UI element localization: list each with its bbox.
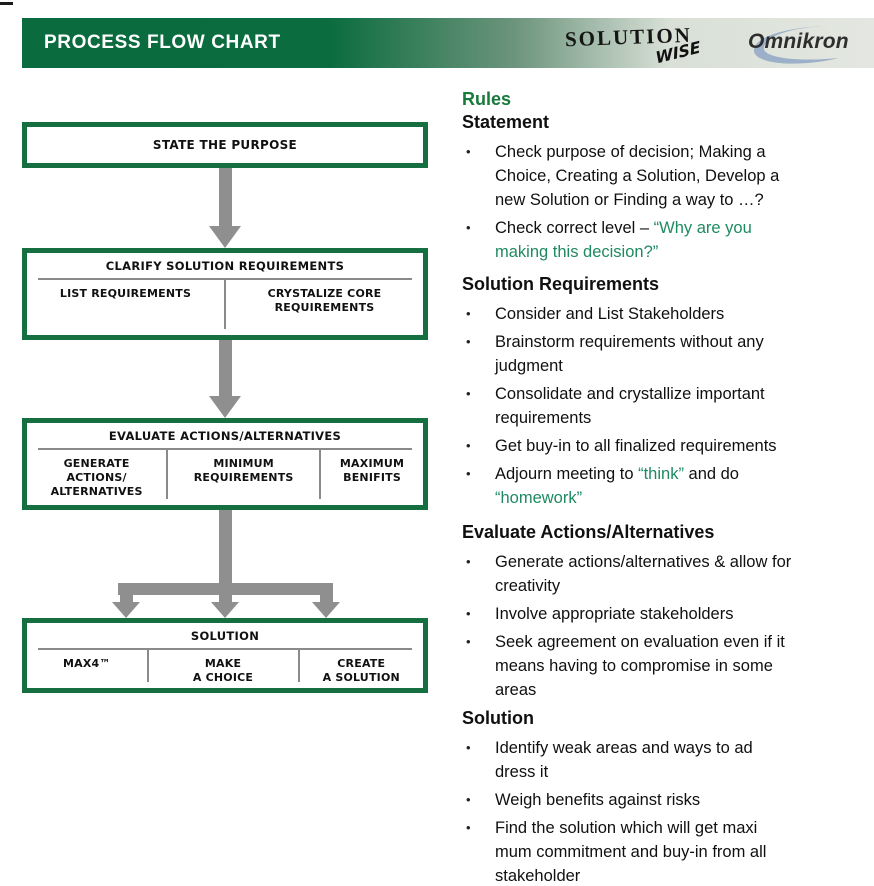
- bullet-item: • Identify weak areas and ways to ad dre…: [462, 736, 866, 784]
- rules-section-statement: Statement • Check purpose of decision; M…: [462, 111, 866, 264]
- flow-branch-right-stub: [320, 594, 333, 603]
- bullet-item: • Check purpose of decision; Making a Ch…: [462, 140, 866, 212]
- bullet-item: • Weigh benefits against risks: [462, 788, 866, 812]
- section-heading: Statement: [462, 112, 550, 132]
- bullet-text: Involve appropriate stakeholders: [495, 605, 734, 623]
- box-divider-vertical: [146, 650, 149, 682]
- bullet-marker: •: [466, 144, 471, 159]
- bullet-text: Check correct level –: [495, 219, 654, 237]
- flow-arrow-1-shaft: [219, 168, 232, 226]
- flow-cell-create-a-solution: CREATE A SOLUTION: [322, 657, 400, 684]
- flow-cell-list-requirements: LIST REQUIREMENTS: [59, 287, 192, 300]
- omnikron-logo-text: Omnikron: [748, 30, 849, 53]
- flow-box-clarify-solution-requirements: CLARIFY SOLUTION REQUIREMENTS LIST REQUI…: [22, 248, 428, 340]
- bullet-marker: •: [466, 606, 471, 621]
- bullet-text-green: “homework”: [495, 489, 583, 507]
- bullet-item: • Consider and List Stakeholders: [462, 302, 866, 326]
- bullet-marker: •: [466, 466, 471, 481]
- bullet-marker: •: [466, 334, 471, 349]
- bullet-marker: •: [466, 792, 471, 807]
- omnikron-logo: Omnikron: [727, 20, 872, 66]
- flow-box-title: SOLUTION: [190, 629, 260, 643]
- rules-panel: Rules Statement • Check purpose of decis…: [462, 88, 866, 886]
- flow-box-state-the-purpose: STATE THE PURPOSE: [22, 122, 428, 168]
- box-divider-vertical: [166, 450, 169, 499]
- flow-cell-max4: MAX4™: [62, 657, 111, 670]
- rules-title: Rules: [462, 89, 512, 109]
- header-bar: PROCESS FLOW CHART SOLUTION WISE Omnikro…: [22, 18, 874, 68]
- rules-section-evaluate-actions-alternatives: Evaluate Actions/Alternatives • Generate…: [462, 521, 866, 702]
- bullet-marker: •: [466, 386, 471, 401]
- bullet-item: • Find the solution which will get maxi …: [462, 816, 866, 886]
- bullet-text: Find the solution which will get maxi mu…: [495, 819, 767, 885]
- bullet-text: Check purpose of decision; Making a Choi…: [495, 143, 780, 209]
- bullet-item: • Check correct level – “Why are you mak…: [462, 216, 866, 264]
- flow-arrow-1-head: [209, 226, 241, 248]
- bullet-text: Seek agreement on evaluation even if it …: [495, 633, 785, 699]
- bullet-marker: •: [466, 634, 471, 649]
- bullet-marker: •: [466, 438, 471, 453]
- flow-branch-left-stub: [120, 594, 133, 603]
- rules-section-solution-requirements: Solution Requirements • Consider and Lis…: [462, 273, 866, 510]
- bullet-marker: •: [466, 554, 471, 569]
- flow-branch-right-head: [312, 602, 340, 618]
- section-heading: Evaluate Actions/Alternatives: [462, 522, 715, 542]
- flow-cell-maximum-benifits: MAXIMUM BENIFITS: [339, 457, 405, 484]
- box-divider-vertical: [224, 280, 226, 329]
- flow-branch-center-head: [211, 602, 239, 618]
- flow-branch-center-stub: [219, 594, 232, 603]
- box-divider-horizontal: [38, 448, 412, 450]
- section-heading: Solution: [462, 708, 534, 728]
- bullet-text-green: “think”: [638, 465, 684, 483]
- flow-cell-make-a-choice: MAKE A CHOICE: [192, 657, 254, 684]
- flow-cell-generate-actions-alternatives: GENERATE ACTIONS/ ALTERNATIVES: [50, 457, 143, 498]
- box-divider-horizontal: [38, 648, 412, 650]
- flow-branch-shaft: [219, 510, 232, 583]
- bullet-text: Adjourn meeting to: [495, 465, 639, 483]
- bullet-marker: •: [466, 220, 471, 235]
- flow-box-evaluate-actions-alternatives: EVALUATE ACTIONS/ALTERNATIVES GENERATE A…: [22, 418, 428, 510]
- flow-cell-minimum-requirements: MINIMUM REQUIREMENTS: [193, 457, 294, 484]
- flow-arrow-2-shaft: [219, 340, 232, 396]
- page-title: PROCESS FLOW CHART: [44, 32, 281, 53]
- flow-box-title: EVALUATE ACTIONS/ALTERNATIVES: [108, 429, 342, 443]
- flow-branch-left-head: [112, 602, 140, 618]
- bullet-text: Brainstorm requirements without any judg…: [495, 333, 764, 375]
- flow-branch-bar: [118, 583, 333, 595]
- box-divider-vertical: [297, 650, 300, 682]
- bullet-text-green: “Why are you making this decision?”: [495, 219, 752, 261]
- section-heading: Solution Requirements: [462, 274, 660, 294]
- bullet-item: • Get buy-in to all finalized requiremen…: [462, 434, 866, 458]
- bullet-item: • Consolidate and crystallize important …: [462, 382, 866, 430]
- bullet-text: Get buy-in to all finalized requirements: [495, 437, 777, 455]
- flow-cell-crystalize-core-requirements: CRYSTALIZE CORE REQUIREMENTS: [267, 287, 382, 314]
- bullet-text: Identify weak areas and ways to ad dress…: [495, 739, 753, 781]
- corner-mark: [0, 2, 13, 5]
- flow-box-title: CLARIFY SOLUTION REQUIREMENTS: [105, 259, 345, 273]
- bullet-item: • Seek agreement on evaluation even if i…: [462, 630, 866, 702]
- bullet-marker: •: [466, 820, 471, 835]
- flow-box-solution: SOLUTION MAX4™ MAKE A CHOICE CREATE A SO…: [22, 618, 428, 693]
- bullet-item: • Brainstorm requirements without any ju…: [462, 330, 866, 378]
- box-divider-vertical: [319, 450, 322, 499]
- bullet-marker: •: [466, 740, 471, 755]
- bullet-marker: •: [466, 306, 471, 321]
- flow-box-title: STATE THE PURPOSE: [152, 138, 298, 152]
- rules-section-solution: Solution • Identify weak areas and ways …: [462, 707, 866, 886]
- bullet-text: Weigh benefits against risks: [495, 791, 701, 809]
- bullet-text: and do: [688, 465, 739, 483]
- omnikron-swoosh-icon: [753, 26, 839, 64]
- bullet-item: • Generate actions/alternatives & allow …: [462, 550, 866, 598]
- box-divider-horizontal: [38, 278, 412, 280]
- bullet-item: • Adjourn meeting to “think” and do “hom…: [462, 462, 866, 510]
- flow-arrow-2-head: [209, 396, 241, 418]
- bullet-text: Consolidate and crystallize important re…: [495, 385, 765, 427]
- bullet-text: Consider and List Stakeholders: [495, 305, 725, 323]
- bullet-text: Generate actions/alternatives & allow fo…: [495, 553, 792, 595]
- bullet-item: • Involve appropriate stakeholders: [462, 602, 866, 626]
